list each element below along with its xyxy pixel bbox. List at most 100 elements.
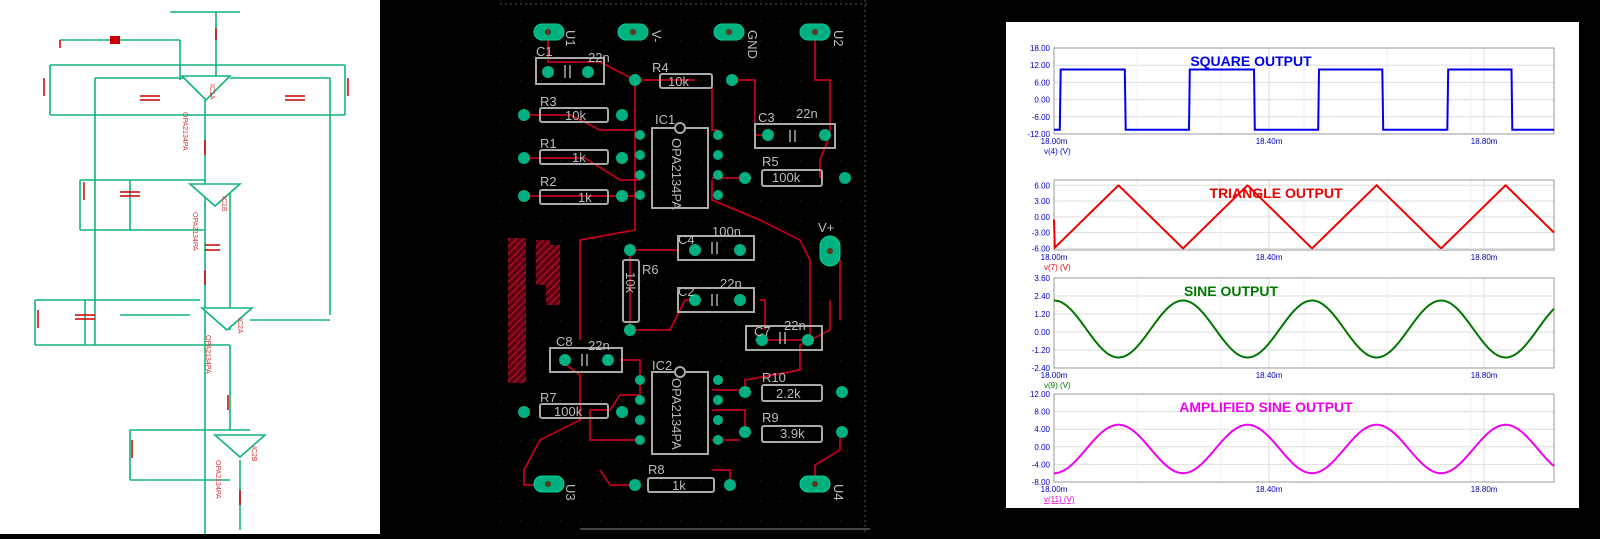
schematic-ref: IC1B: [220, 196, 227, 212]
y-tick-label: 0.00: [1034, 443, 1050, 452]
pcb-drawing: U1 V- GND U2 U3 U4 V+ C1 22n R4 10k R3 1…: [500, 0, 870, 534]
y-tick-label: 6.00: [1034, 78, 1050, 87]
opamp-ic1a: [180, 75, 232, 102]
y-tick-label: 2.40: [1034, 292, 1050, 301]
part-ref: R1: [540, 136, 557, 151]
schematic-label: OPA2134PA: [204, 335, 211, 374]
opamp-ic2a: [199, 307, 255, 332]
waveform-amplified: [1054, 423, 1555, 475]
part-value: 2.2k: [776, 386, 801, 401]
part-value: 3.9k: [780, 426, 805, 441]
x-tick-label: 18.00m: [1041, 253, 1068, 262]
x-tick-label: 18.00m: [1041, 485, 1068, 494]
part-value: 1k: [578, 190, 592, 205]
part-ref: R7: [540, 390, 557, 405]
schematic-ref: IC1A: [208, 84, 215, 100]
plot-xlabel: v(4) (V): [1044, 147, 1071, 156]
copper-pour: [546, 245, 560, 305]
part-value: OPA2134PA: [669, 378, 684, 450]
part-ref: C3: [758, 110, 775, 125]
part-ref: C1: [536, 44, 553, 59]
part-value: 10k: [623, 272, 638, 293]
schematic-ref: IC2B: [250, 446, 257, 462]
part-ref: C2: [678, 284, 695, 299]
x-tick-label: 18.80m: [1471, 371, 1498, 380]
y-tick-label: -6.00: [1032, 244, 1051, 253]
x-tick-label: 18.40m: [1256, 137, 1283, 146]
header-label-vplus: V+: [818, 220, 834, 235]
part-value: 1k: [572, 150, 586, 165]
part-ref: R6: [642, 262, 659, 277]
x-tick-label: 18.40m: [1256, 485, 1283, 494]
plot-xlabel: v(7) (V): [1044, 263, 1071, 272]
x-tick-label: 18.00m: [1041, 137, 1068, 146]
y-tick-label: 18.00: [1030, 44, 1051, 53]
y-tick-label: 1.20: [1034, 310, 1050, 319]
y-tick-label: 4.00: [1034, 425, 1050, 434]
schematic-drawing: OPA2134PA OPA2134PA OPA2134PA OPA2134PA …: [34, 11, 349, 539]
schematic-panel: OPA2134PA OPA2134PA OPA2134PA OPA2134PA …: [0, 0, 380, 539]
part-ref: R2: [540, 174, 557, 189]
plot-title: SQUARE OUTPUT: [1190, 53, 1312, 69]
y-tick-label: -2.40: [1032, 364, 1051, 373]
y-tick-label: -3.00: [1032, 229, 1051, 238]
part-value: 10k: [565, 108, 586, 123]
header-label-vminus: V-: [649, 30, 664, 42]
x-tick-label: 18.40m: [1256, 253, 1283, 262]
y-tick-label: -12.00: [1027, 130, 1050, 139]
part-ref: C7: [754, 324, 771, 339]
part-ref: R3: [540, 94, 557, 109]
schematic-label: OPA2134PA: [214, 460, 221, 499]
header-label-gnd: GND: [745, 30, 760, 59]
x-tick-label: 18.00m: [1041, 371, 1068, 380]
part-ref: IC2: [652, 358, 672, 373]
part-ref: R5: [762, 154, 779, 169]
schematic-label: OPA2134PA: [191, 212, 198, 251]
part-value: 22n: [784, 318, 806, 333]
plot-frame: [1053, 277, 1555, 369]
part-ref: R10: [762, 370, 786, 385]
y-tick-label: 0.00: [1034, 96, 1050, 105]
y-tick-label: 0.00: [1034, 213, 1050, 222]
x-tick-label: 18.80m: [1471, 137, 1498, 146]
waveform-triangle: [1053, 183, 1555, 250]
part-ref: IC1: [655, 112, 675, 127]
part-value: 22n: [796, 106, 818, 121]
part-value: 100n: [712, 224, 741, 239]
y-tick-label: 8.00: [1034, 408, 1050, 417]
waveform-square: [1054, 68, 1554, 131]
y-tick-label: 12.00: [1030, 61, 1051, 70]
header-label-u2: U2: [831, 30, 846, 47]
plot-xlabel: v(11) (V): [1044, 495, 1075, 504]
part-ref: C8: [556, 334, 573, 349]
x-tick-label: 18.80m: [1471, 485, 1498, 494]
x-tick-label: 18.40m: [1256, 371, 1283, 380]
y-tick-label: 3.00: [1034, 197, 1050, 206]
part-ref: R4: [652, 60, 669, 75]
opamp-ic2b: [212, 434, 268, 459]
part-value: 22n: [588, 50, 610, 65]
header-label-u1: U1: [563, 30, 578, 47]
plot-frame: [1053, 393, 1555, 483]
part-value: 1k: [672, 478, 686, 493]
opamp-ic1b: [187, 183, 243, 208]
plot-frame: [1053, 47, 1555, 135]
part-value: 10k: [668, 74, 689, 89]
header-label-u4: U4: [831, 484, 846, 501]
schematic-ref: IC2A: [236, 318, 243, 334]
part-value: 22n: [720, 276, 742, 291]
part-value: 100k: [772, 170, 801, 185]
y-tick-label: -4.00: [1032, 460, 1051, 469]
y-tick-label: 0.00: [1034, 328, 1050, 337]
y-tick-label: -6.00: [1032, 113, 1051, 122]
y-tick-label: -1.20: [1032, 346, 1051, 355]
part-ref: R9: [762, 410, 779, 425]
y-tick-label: 6.00: [1034, 181, 1050, 190]
pcb-panel: U1 V- GND U2 U3 U4 V+ C1 22n R4 10k R3 1…: [500, 0, 870, 534]
part-ref: C4: [678, 232, 695, 247]
x-tick-label: 18.80m: [1471, 253, 1498, 262]
part-value: 100k: [554, 404, 583, 419]
plot-xlabel: v(9) (V): [1044, 381, 1071, 390]
